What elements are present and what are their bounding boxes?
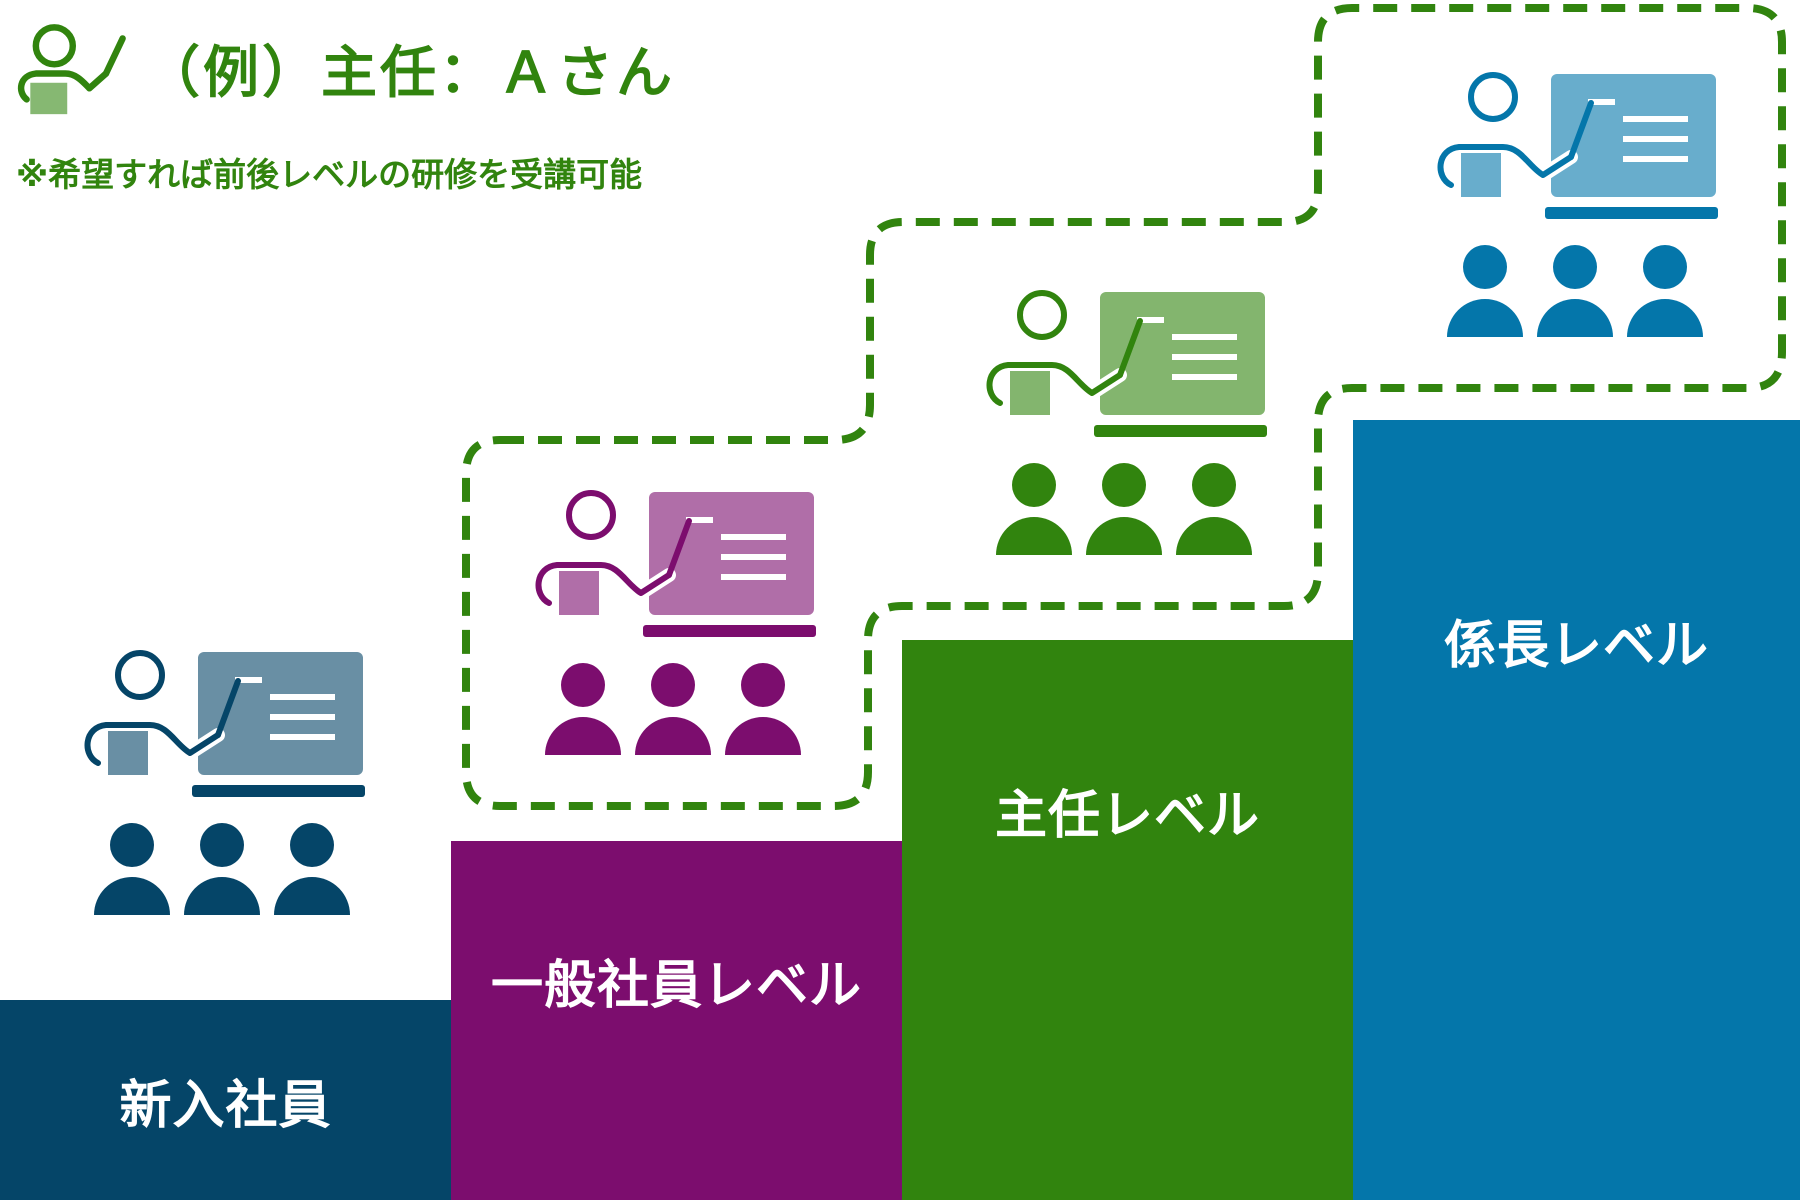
training-seminar-icon	[80, 650, 365, 915]
step-general-staff: 一般社員レベル	[451, 841, 902, 1200]
step-label: 新入社員	[119, 1075, 332, 1136]
note-text: ※希望すれば前後レベルの研修を受講可能	[16, 155, 643, 194]
step-label: 係長レベル	[1443, 615, 1709, 676]
presenter-icon	[17, 24, 126, 115]
step-section-chief: 係長レベル	[1353, 420, 1800, 1200]
step-label: 一般社員レベル	[490, 956, 862, 1016]
step-chief: 主任レベル	[902, 640, 1353, 1200]
training-seminar-icon	[1433, 72, 1718, 337]
training-seminar-icon	[531, 490, 816, 755]
step-new-employee: 新入社員	[0, 1000, 451, 1200]
header: （例）主任：Ａさん	[10, 18, 675, 118]
page-title: （例）主任：Ａさん	[144, 40, 675, 106]
training-seminar-icon	[982, 290, 1267, 555]
step-label: 主任レベル	[994, 785, 1260, 846]
